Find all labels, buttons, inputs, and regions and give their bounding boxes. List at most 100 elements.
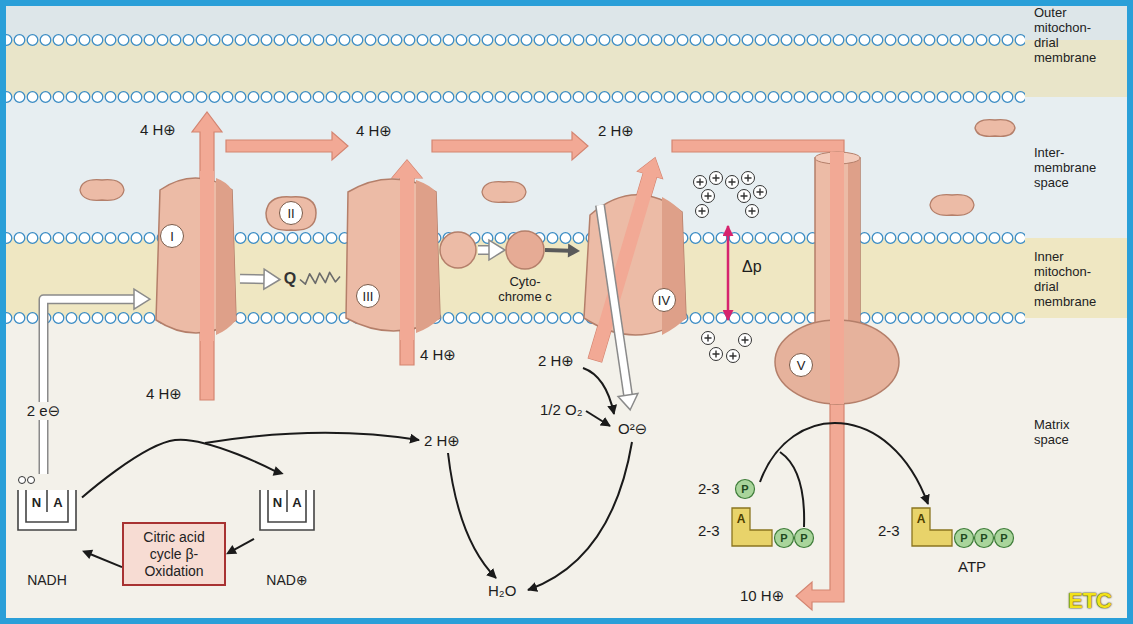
molecule-label: NADH	[27, 572, 67, 588]
phosphate-letter: P	[800, 532, 807, 544]
complex-i: I	[150, 170, 240, 340]
node-outline	[505, 230, 545, 270]
arrowhead	[264, 269, 280, 289]
complex-iv: IV	[580, 185, 690, 342]
plus-sign	[726, 176, 739, 189]
proton-label: 2 H⊕	[598, 122, 634, 140]
connector-line	[44, 299, 137, 474]
phosphate-icon	[975, 529, 994, 548]
proton-arrow	[226, 132, 348, 160]
complex-body	[266, 197, 316, 230]
plus-sign	[710, 172, 723, 185]
membrane-label: Inter- membrane space	[1034, 146, 1106, 191]
phosphate-letter: P	[980, 532, 987, 544]
protein-bean	[482, 182, 526, 203]
protein-bean	[80, 180, 124, 201]
reaction-arrow	[583, 368, 614, 414]
process-box: Citric acid cycle β-Oxidation	[122, 522, 226, 586]
membrane-label: Inner mitochon- drial membrane	[1034, 250, 1106, 310]
charge-signs	[694, 172, 767, 363]
atp-synthase: V	[774, 150, 900, 406]
plus-sign	[702, 332, 715, 345]
complex-lobe	[440, 232, 476, 268]
electron-flow	[44, 289, 151, 474]
phosphate-icon	[795, 529, 814, 548]
electron-arrowhead	[618, 394, 638, 410]
arrowhead	[134, 289, 150, 309]
complex-numeral: III	[356, 284, 380, 308]
complex-numeral: IV	[652, 288, 676, 312]
phosphate-letter: P	[960, 532, 967, 544]
water-label: H₂O	[488, 582, 516, 599]
hydrogen-dot	[28, 477, 35, 484]
carrier-icon	[286, 490, 288, 512]
lipid-row	[0, 33, 1025, 47]
plus-sign	[696, 205, 709, 218]
quinone: Q	[280, 268, 300, 291]
reaction-arrow	[226, 539, 254, 554]
edge-label: 2 e⊖	[24, 402, 63, 420]
carrier-icon	[18, 490, 76, 530]
proton-channel	[830, 152, 844, 404]
arrowhead	[489, 240, 505, 260]
proton-channel	[400, 176, 414, 340]
icon-letter: A	[292, 495, 301, 510]
lipid-row	[0, 90, 1025, 104]
hydrogen-dot	[19, 477, 26, 484]
plus-sign	[742, 172, 755, 185]
adenosine-letter: A	[917, 512, 926, 526]
plus-sign	[727, 350, 740, 363]
reaction-arrow	[82, 550, 122, 567]
carrier-icon	[268, 490, 306, 522]
icon-letter: A	[53, 495, 62, 510]
complex-iii: III	[340, 172, 478, 338]
icon-letter: N	[273, 495, 282, 510]
complex-numeral: II	[279, 201, 303, 225]
cytochrome-c: Cyto- chrome c	[505, 230, 545, 270]
oxide-label: O²⊖	[618, 420, 647, 438]
complex-ii: II	[262, 192, 318, 234]
proton-label: 4 H⊕	[146, 385, 182, 403]
carrier-protein	[506, 231, 544, 269]
synthase-shade	[848, 158, 860, 334]
protein-bean	[930, 195, 974, 216]
plus-sign	[694, 176, 707, 189]
oxygen-label: 1/2 O₂	[540, 401, 583, 418]
arrowhead	[226, 545, 237, 554]
proton-label: 4 H⊕	[140, 121, 176, 139]
plus-sign	[739, 334, 752, 347]
complex-shade	[662, 197, 686, 335]
quinone-label: Q	[284, 270, 296, 288]
phosphate-icon	[995, 529, 1014, 548]
arrowhead	[568, 244, 580, 258]
plus-sign	[738, 190, 751, 203]
node-outline	[580, 185, 690, 342]
plus-sign	[710, 348, 723, 361]
reaction-arrow	[760, 423, 928, 504]
phosphate-letter: P	[1000, 532, 1007, 544]
proton-label: 2 H⊕	[538, 352, 574, 370]
electron-path-outline	[600, 205, 628, 395]
arrowhead	[273, 466, 284, 476]
proton-channel	[200, 171, 214, 341]
connector-line	[44, 299, 137, 474]
connector-line	[545, 248, 570, 253]
adenosine-icon	[732, 508, 772, 546]
quinone-link	[300, 272, 340, 284]
connector-line	[300, 272, 340, 284]
complex-shade	[216, 178, 236, 335]
electron-flow	[478, 240, 505, 260]
proton-label: 2 H⊕	[424, 432, 460, 450]
stoichiometry-label: 2-3	[698, 522, 720, 539]
proton-arrows	[192, 112, 844, 610]
picture-frame	[3, 3, 1130, 621]
reaction-line	[780, 452, 804, 527]
watermark: ETC	[1068, 588, 1112, 614]
molecule-label: ATP	[958, 558, 986, 575]
nadh-carrier: NANADH	[12, 474, 82, 592]
electron-path	[600, 205, 628, 395]
lipid-row	[0, 311, 1025, 325]
connector-line	[240, 275, 266, 282]
molecule-label: NAD⊕	[266, 572, 307, 588]
membrane-label: Matrix space	[1034, 418, 1106, 448]
